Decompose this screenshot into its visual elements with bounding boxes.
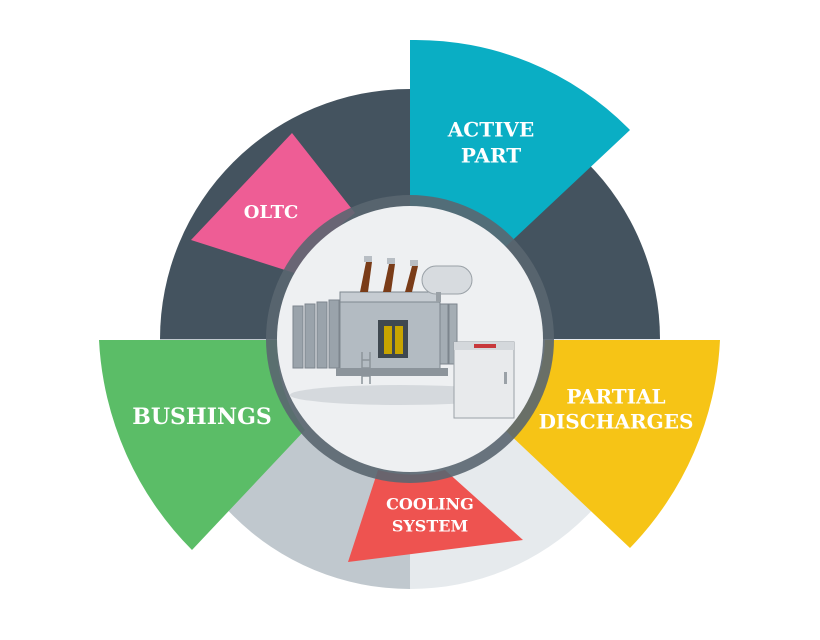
segment-active-part-shape xyxy=(410,39,630,252)
segment-partial-discharges-label-2: DISCHARGES xyxy=(539,410,694,434)
transformer-image xyxy=(290,256,515,419)
segment-partial-discharges[interactable]: PARTIAL DISCHARGES xyxy=(505,340,720,548)
segment-cooling-system[interactable]: COOLING SYSTEM xyxy=(348,470,523,562)
segment-active-part-label-1: ACTIVE xyxy=(447,118,534,142)
segment-partial-discharges-shape xyxy=(505,340,720,548)
segment-active-part-label-2: PART xyxy=(461,144,521,168)
segment-bushings-label: BUSHINGS xyxy=(132,404,272,430)
segment-oltc-label: OLTC xyxy=(244,202,299,223)
segment-bushings[interactable]: BUSHINGS xyxy=(99,340,305,550)
segment-partial-discharges-label-1: PARTIAL xyxy=(566,385,665,409)
segment-cooling-system-shape xyxy=(348,470,523,562)
segment-bushings-shape xyxy=(99,340,305,550)
segment-active-part[interactable]: ACTIVE PART xyxy=(410,39,630,252)
segment-cooling-system-label-1: COOLING xyxy=(386,495,474,514)
segment-cooling-system-label-2: SYSTEM xyxy=(392,517,468,536)
